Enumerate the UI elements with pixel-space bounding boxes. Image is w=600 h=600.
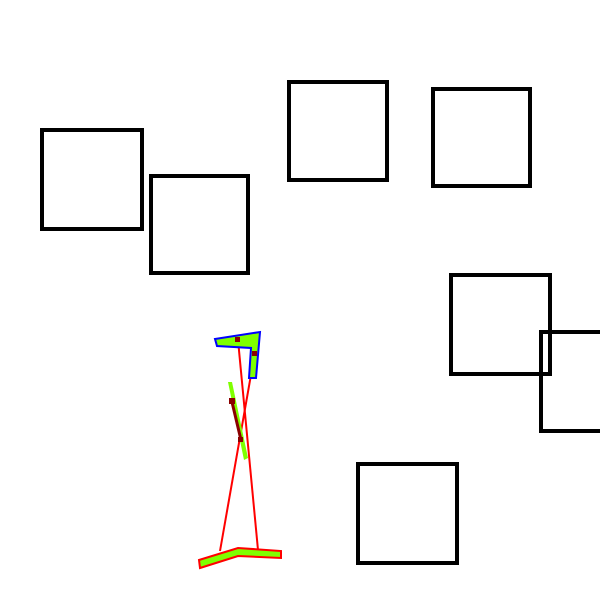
joint-2 — [252, 351, 257, 356]
robot-gripper — [213, 330, 262, 379]
robot-leg-left — [219, 351, 256, 552]
robot — [197, 330, 282, 570]
obstacle-box-5 — [449, 273, 552, 376]
joint-4 — [238, 437, 243, 442]
robot-leg-right — [237, 339, 259, 551]
obstacle-box-4 — [431, 87, 532, 188]
obstacles — [40, 80, 600, 565]
obstacle-box-1 — [40, 128, 144, 231]
obstacle-box-3 — [287, 80, 389, 182]
obstacle-box-6 — [539, 330, 600, 433]
robot-mid-link-core — [230, 401, 243, 441]
joint-1 — [235, 337, 240, 342]
obstacle-box-7 — [356, 462, 459, 565]
robot-base — [197, 546, 282, 570]
joint-3 — [229, 398, 235, 404]
obstacle-box-2 — [149, 174, 250, 275]
